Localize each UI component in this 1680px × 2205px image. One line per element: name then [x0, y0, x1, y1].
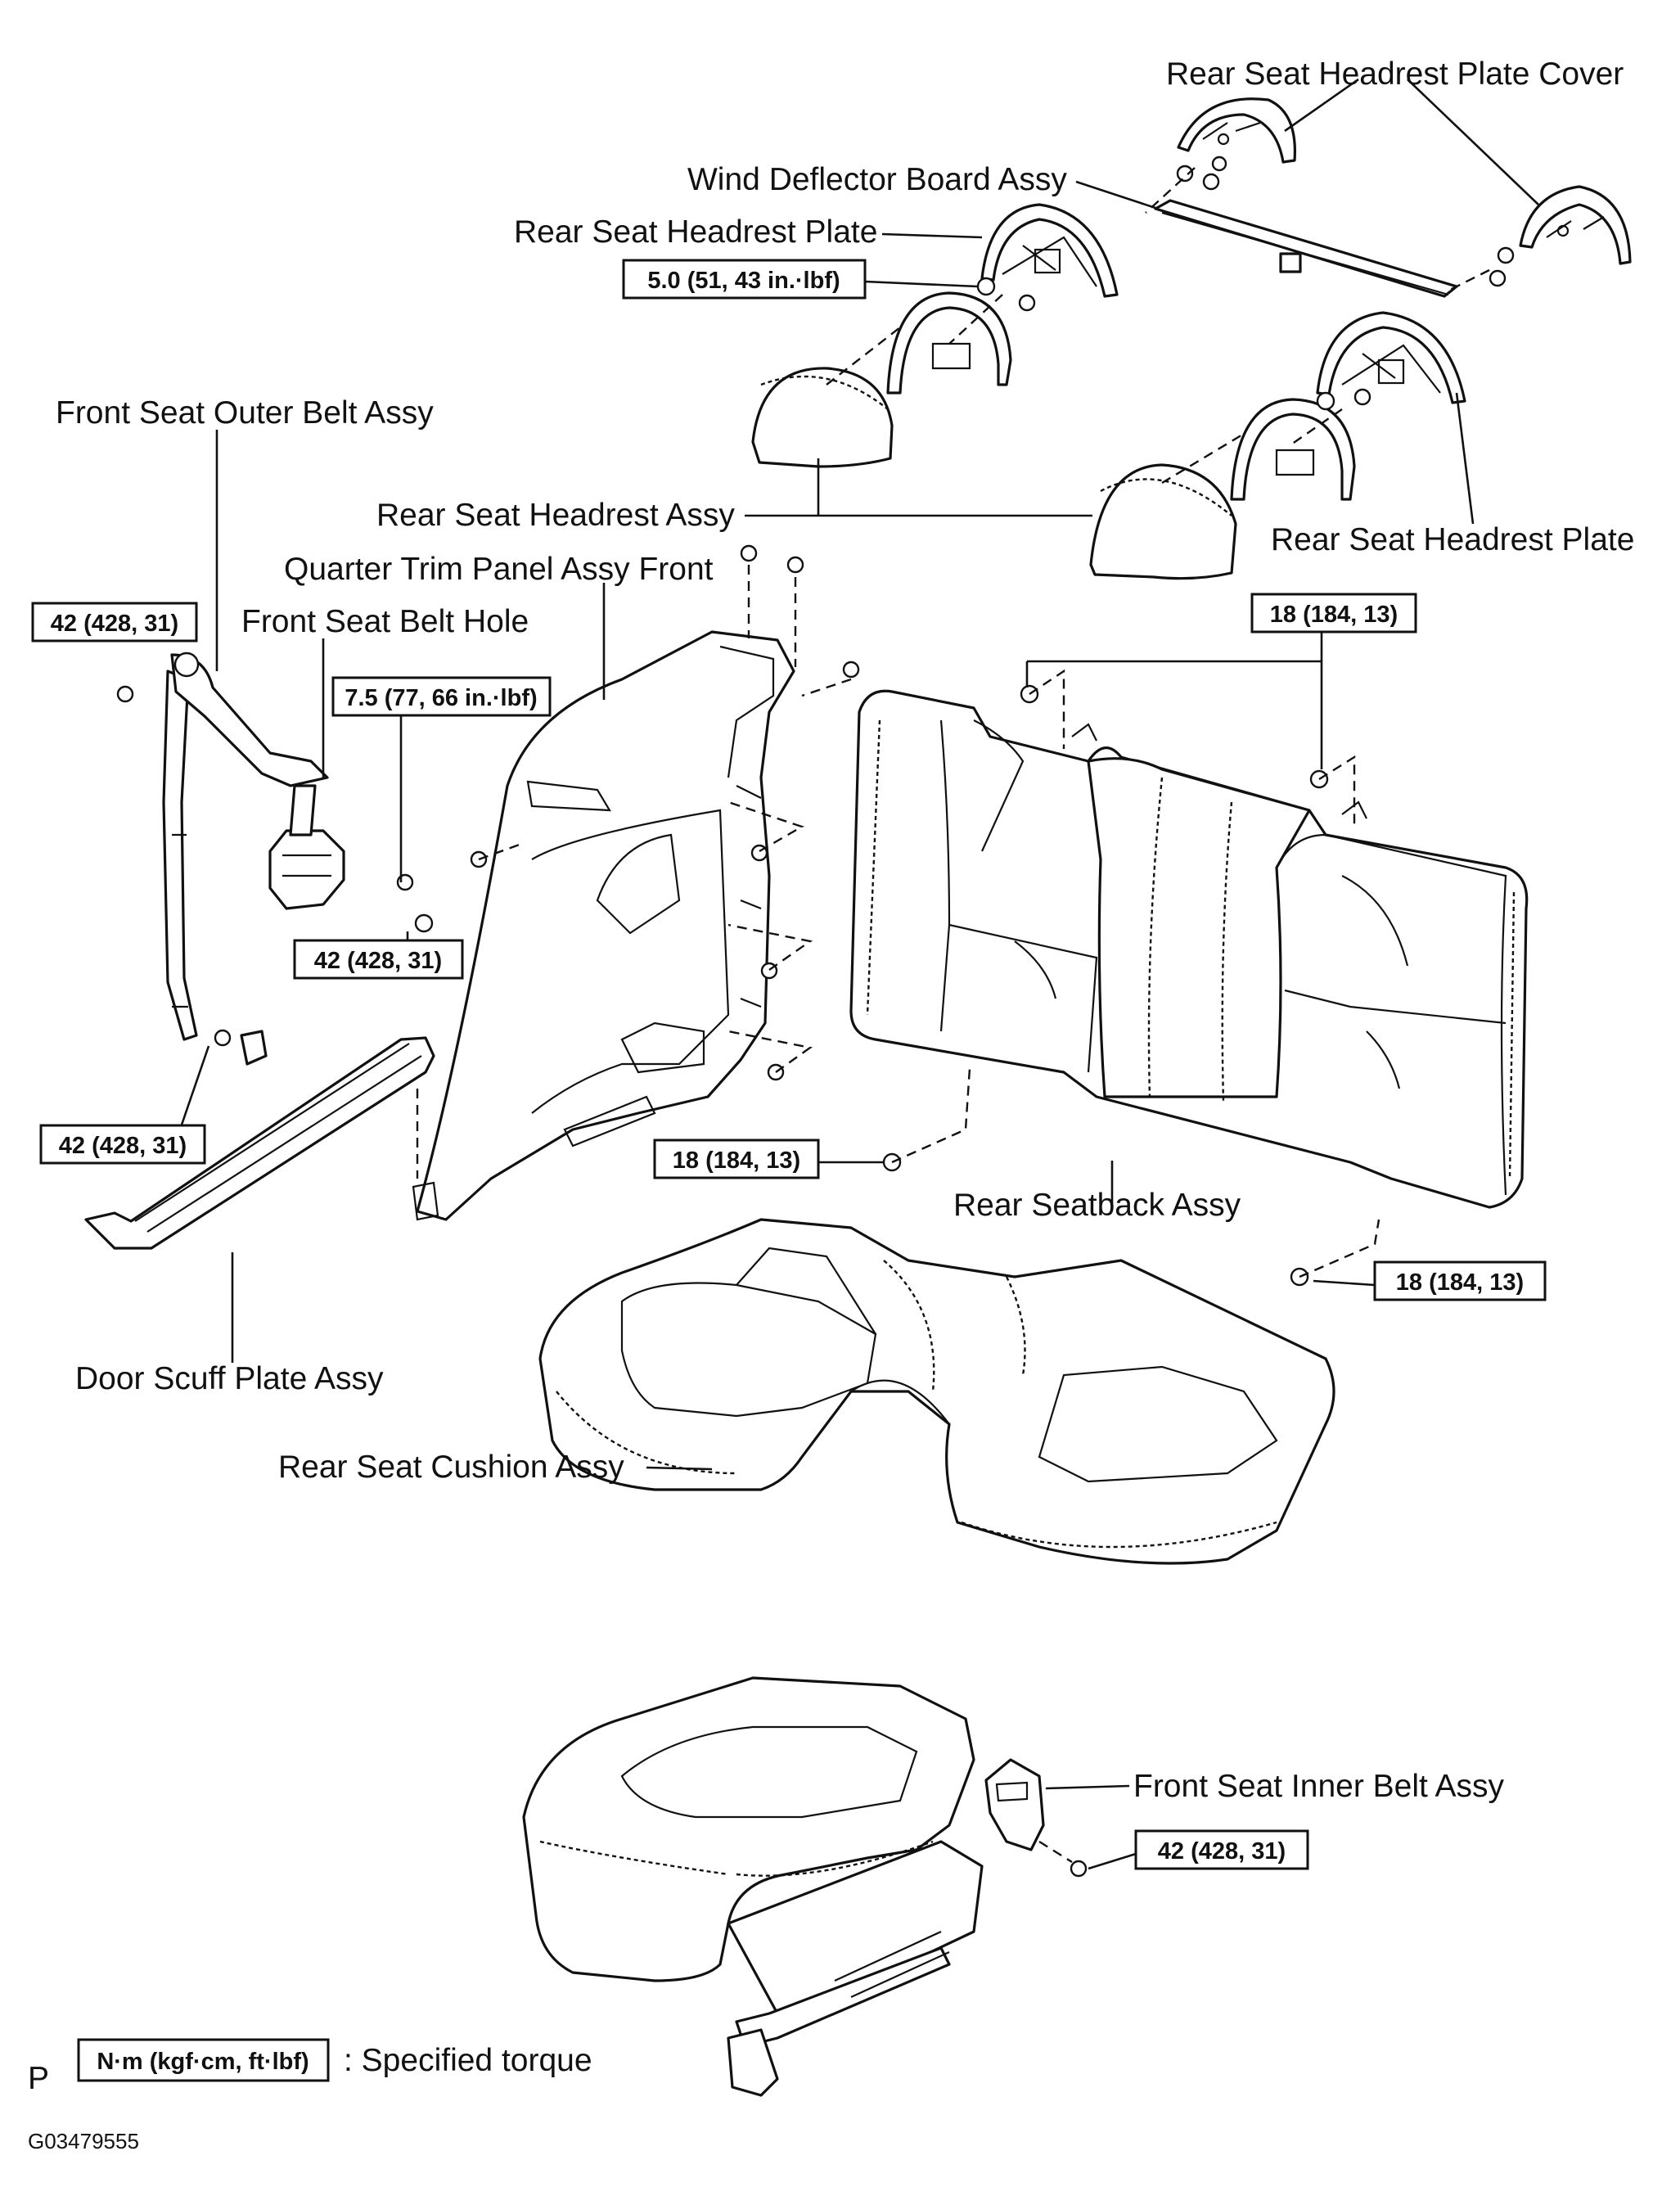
torque-box-seatback-top: 18 (184, 13) [1250, 593, 1417, 634]
quarter-trim-dash-lines [416, 565, 852, 1179]
label-quarter-trim: Quarter Trim Panel Assy Front [284, 552, 714, 587]
label-belt-hole: Front Seat Belt Hole [241, 604, 529, 639]
quarter-trim-panel [412, 630, 795, 1221]
seatback-dash-lines [891, 669, 1380, 1278]
torque-box-seatback-left: 18 (184, 13) [653, 1139, 820, 1179]
svg-text:42 (428, 31): 42 (428, 31) [59, 1133, 187, 1159]
label-headrest-assy: Rear Seat Headrest Assy [376, 498, 735, 533]
label-headrest-plate-left: Rear Seat Headrest Plate [514, 214, 877, 250]
front-seat-cushion [522, 1676, 984, 2097]
label-corner-letter: P [28, 2061, 49, 2096]
headrest-plate-cover-top [1177, 97, 1296, 164]
label-headrest-plate-cover: Rear Seat Headrest Plate Cover [1166, 56, 1624, 92]
front-seat-inner-belt [984, 1758, 1088, 1878]
label-figure-code: G03479555 [28, 2129, 139, 2153]
outer-belt-bolts [116, 685, 434, 1047]
label-front-outer-belt: Front Seat Outer Belt Assy [56, 395, 434, 431]
inner-belt-dash-line [1038, 1840, 1073, 1864]
label-seatback: Rear Seatback Assy [953, 1188, 1241, 1223]
headrest-pad-right [1089, 463, 1237, 580]
torque-box-belt-hole: 7.5 (77, 66 in.·lbf) [331, 676, 552, 717]
svg-text:7.5 (77, 66 in.·lbf): 7.5 (77, 66 in.·lbf) [345, 685, 537, 711]
label-cushion: Rear Seat Cushion Assy [278, 1450, 624, 1485]
headrest-frame-left [886, 291, 1012, 395]
headrest-bolts [976, 156, 1515, 411]
torque-box-retractor: 42 (428, 31) [293, 939, 464, 980]
svg-text:N·m (kgf·cm, ft·lbf): N·m (kgf·cm, ft·lbf) [97, 2049, 309, 2075]
label-specified-torque: : Specified torque [344, 2043, 592, 2078]
rear-seatback [849, 689, 1529, 1209]
door-scuff-plate [84, 1036, 435, 1250]
svg-text:18 (184, 13): 18 (184, 13) [673, 1148, 800, 1174]
leader-lines [178, 78, 1539, 1870]
label-wind-deflector: Wind Deflector Board Assy [687, 162, 1067, 197]
torque-box-headrest-plate: 5.0 (51, 43 in.·lbf) [622, 259, 867, 300]
headrest-pad-left [751, 367, 894, 468]
rear-seat-cushion [538, 1218, 1335, 1565]
label-headrest-plate-right: Rear Seat Headrest Plate [1271, 522, 1634, 557]
headrest-frame-right [1230, 398, 1356, 501]
headrest-plate-right [1316, 311, 1466, 404]
svg-text:18 (184, 13): 18 (184, 13) [1396, 1269, 1524, 1296]
svg-text:18 (184, 13): 18 (184, 13) [1270, 602, 1398, 628]
legend-torque-box: N·m (kgf·cm, ft·lbf) [77, 2038, 330, 2082]
headrest-dash-lines [826, 167, 1490, 485]
svg-text:42 (428, 31): 42 (428, 31) [1158, 1838, 1286, 1865]
svg-text:42 (428, 31): 42 (428, 31) [314, 948, 442, 974]
torque-box-seatback-right: 18 (184, 13) [1373, 1260, 1547, 1301]
wind-deflector-board [1154, 199, 1458, 298]
torque-box-outer-belt-bottom: 42 (428, 31) [39, 1124, 206, 1165]
svg-text:42 (428, 31): 42 (428, 31) [51, 611, 178, 637]
label-inner-belt: Front Seat Inner Belt Assy [1133, 1769, 1505, 1804]
front-seat-outer-belt [162, 652, 345, 1066]
label-door-scuff: Door Scuff Plate Assy [75, 1361, 384, 1396]
headrest-plate-left [980, 203, 1119, 298]
headrest-plate-cover-right [1519, 185, 1632, 265]
svg-text:5.0 (51, 43 in.·lbf): 5.0 (51, 43 in.·lbf) [647, 268, 840, 294]
torque-box-inner-belt: 42 (428, 31) [1134, 1829, 1309, 1870]
torque-box-outer-belt-top: 42 (428, 31) [31, 602, 198, 643]
